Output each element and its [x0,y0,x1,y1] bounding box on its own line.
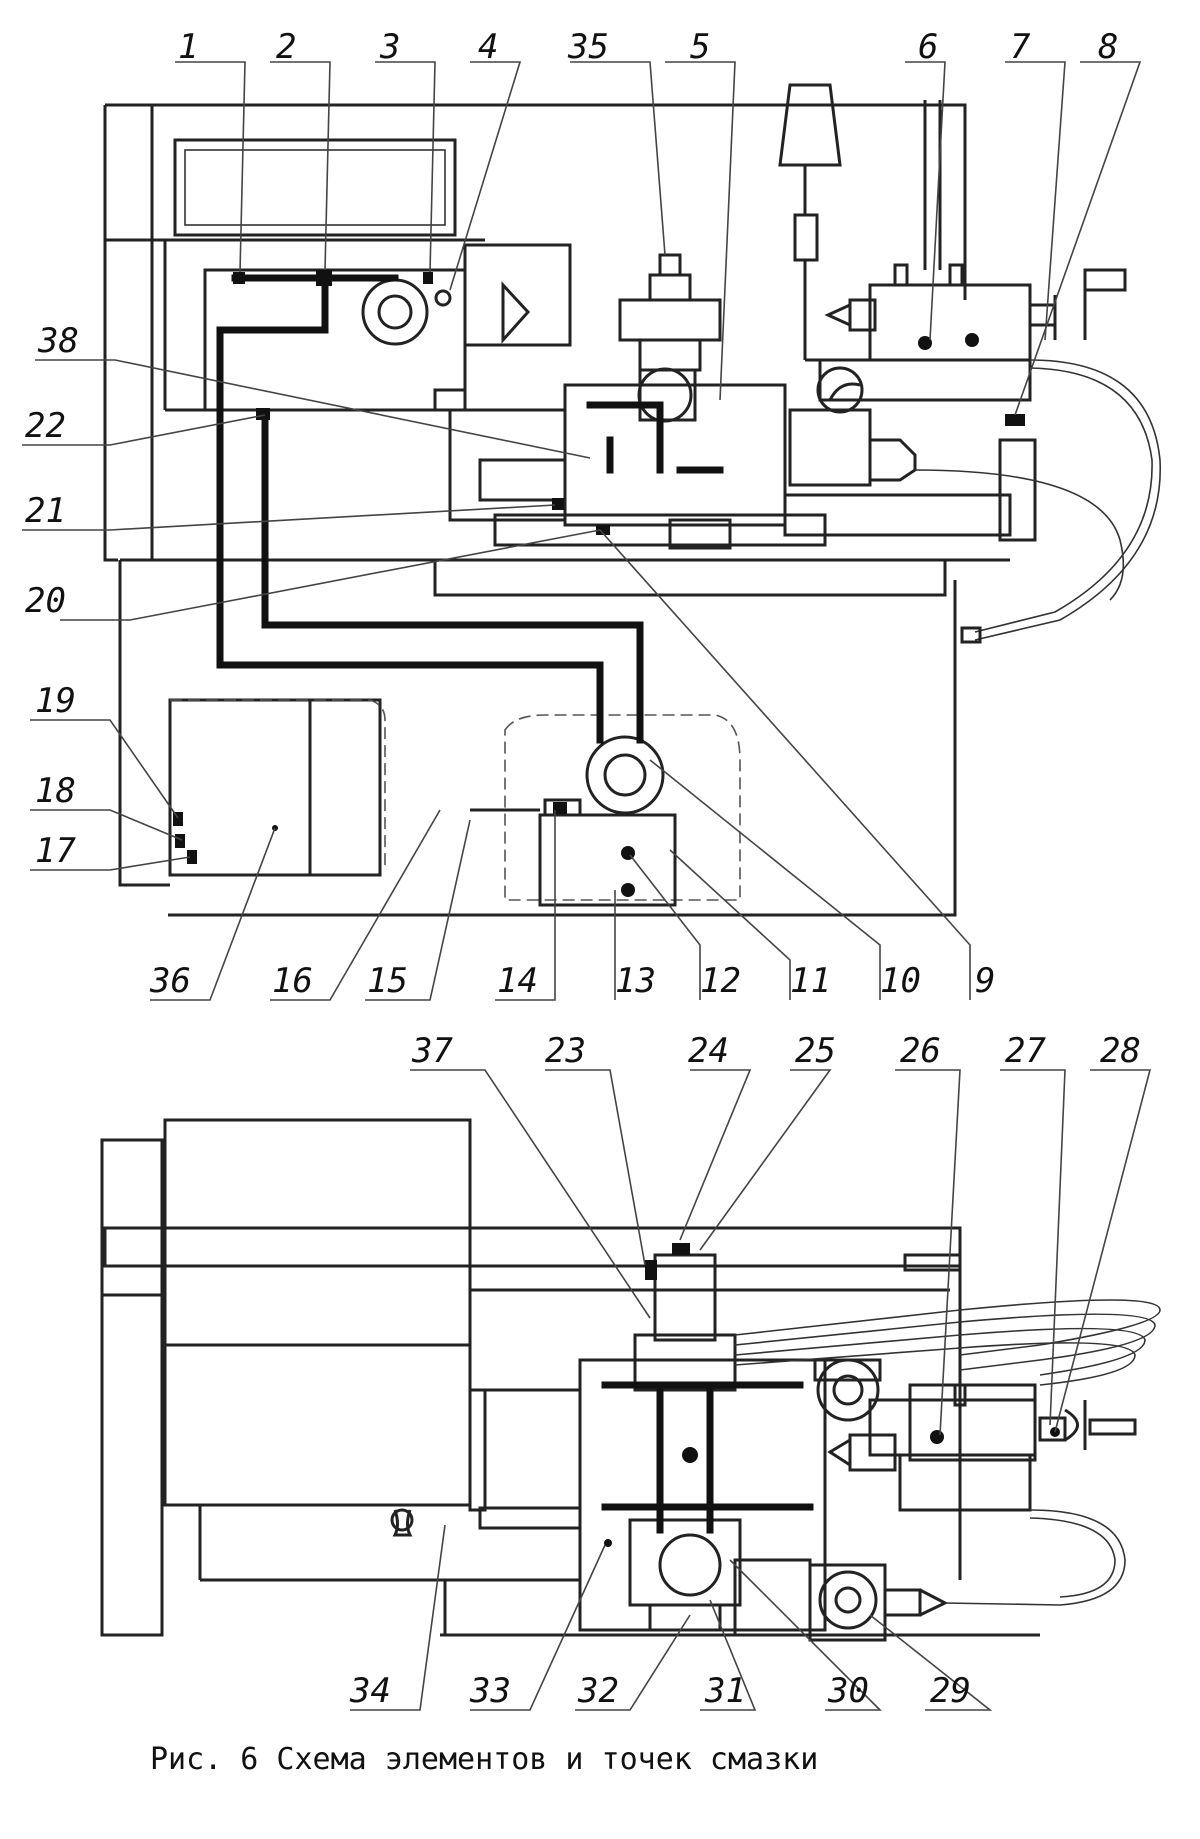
label-34: 34 [349,1671,391,1711]
label-2: 2 [276,27,296,67]
label-9: 9 [975,961,995,1001]
label-25: 25 [795,1031,836,1071]
label-1: 1 [178,27,198,67]
label-28: 28 [1100,1031,1141,1071]
label-27: 27 [1005,1031,1046,1071]
label-26: 26 [900,1031,941,1071]
label-8: 8 [1098,27,1118,67]
label-10: 10 [880,961,921,1001]
label-19: 19 [35,681,76,721]
label-5: 5 [690,27,710,67]
label-32: 32 [577,1671,619,1711]
label-11: 11 [790,961,831,1001]
label-36: 36 [149,961,191,1001]
callout-labels: 1 2 3 4 35 5 6 7 8 38 22 21 20 19 18 17 … [25,27,1141,1711]
label-21: 21 [25,491,66,531]
label-16: 16 [272,961,313,1001]
label-7: 7 [1010,27,1031,67]
label-3: 3 [379,27,400,67]
label-20: 20 [25,581,66,621]
label-15: 15 [367,961,408,1001]
label-24: 24 [688,1031,729,1071]
label-12: 12 [700,961,741,1001]
label-30: 30 [827,1671,869,1711]
label-18: 18 [35,771,76,811]
plan-view [100,1069,1161,1711]
label-29: 29 [930,1671,971,1711]
label-38: 38 [37,321,79,361]
figure-caption: Рис. 6 Схема элементов и точек смазки [150,1742,819,1777]
label-13: 13 [615,961,656,1001]
front-view [22,61,1161,1001]
label-14: 14 [497,961,538,1001]
label-33: 33 [469,1671,511,1711]
label-31: 31 [704,1671,746,1711]
label-17: 17 [35,831,76,871]
label-6: 6 [918,27,938,67]
label-37: 37 [411,1031,453,1071]
label-4: 4 [478,27,498,67]
label-23: 23 [545,1031,586,1071]
label-22: 22 [25,406,66,446]
label-35: 35 [567,27,609,67]
